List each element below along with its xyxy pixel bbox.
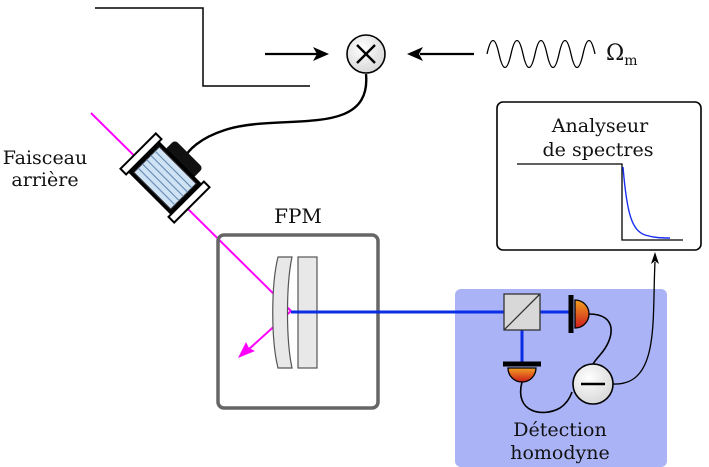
- photodiode-bottom-icon: [503, 361, 541, 383]
- analyzer-label-line2: de spectres: [543, 139, 654, 161]
- detection-label-line2: homodyne: [510, 442, 610, 464]
- fpm-label: FPM: [274, 204, 322, 228]
- electro-optic-modulator-icon: [119, 132, 211, 224]
- wire-photodiode-bottom: [519, 381, 573, 414]
- reflected-beam-arrowhead: [238, 342, 255, 358]
- back-beam: [90, 112, 292, 312]
- omega-label: Ωm: [606, 41, 638, 69]
- arrowhead-right: [313, 47, 329, 61]
- analyzer-axes: [517, 163, 683, 241]
- photodiode-right-icon: [568, 295, 590, 333]
- arrowhead-left: [407, 47, 423, 61]
- square-wave-signal: [95, 7, 310, 87]
- analyzer-input-arrowhead: [651, 252, 659, 264]
- minus-circle-icon: [572, 363, 614, 405]
- homodyne-detection-box: [455, 289, 667, 467]
- mixer-cable: [181, 73, 368, 161]
- back-beam-label-line2: arrière: [11, 169, 78, 191]
- fpm-cavity-frame: [216, 233, 380, 410]
- spectrum-analyzer: [496, 101, 702, 251]
- analyzer-label-line1: Analyseur: [551, 115, 649, 137]
- analyzer-spectrum-curve: [622, 166, 671, 239]
- detection-label-line1: Détection: [513, 419, 606, 441]
- sine-wave-icon: [486, 39, 596, 69]
- beam-splitter-cube-icon: [503, 293, 541, 331]
- multiply-circle-icon: [346, 34, 386, 74]
- wire-to-analyzer: [612, 261, 656, 385]
- curved-mirror: [272, 256, 293, 369]
- back-beam-label-line1: Faisceau: [3, 147, 88, 169]
